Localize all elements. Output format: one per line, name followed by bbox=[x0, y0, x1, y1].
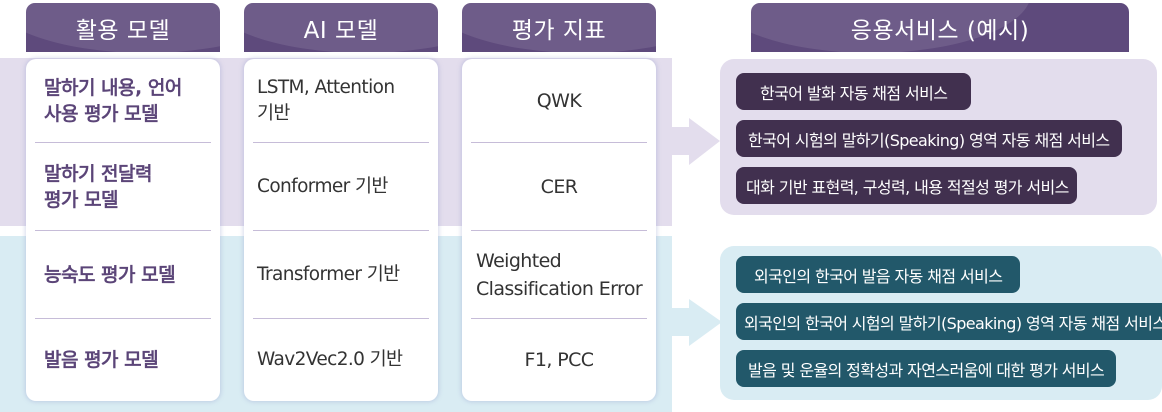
header-metric: 평가 지표 bbox=[462, 3, 656, 52]
ai-model-line: 기반 bbox=[257, 103, 290, 124]
header-metric-label: 평가 지표 bbox=[511, 17, 607, 44]
model-line: 발음 평가 모델 bbox=[44, 349, 159, 371]
service-pill: 외국인의 한국어 발음 자동 채점 서비스 bbox=[736, 256, 1021, 293]
ai-model-line: Conformer 기반 bbox=[257, 176, 388, 197]
metric-cell: QWK bbox=[471, 59, 647, 143]
header-service: 응용서비스 (예시) bbox=[751, 3, 1129, 52]
metric-cell: F1, PCC bbox=[471, 319, 647, 401]
model-line: 말하기 내용, 언어 bbox=[44, 77, 182, 99]
service-pill: 한국어 발화 자동 채점 서비스 bbox=[736, 73, 972, 110]
pronunciation-services-panel: 외국인의 한국어 발음 자동 채점 서비스 외국인의 한국어 시험의 말하기(S… bbox=[720, 246, 1162, 400]
metric-line: QWK bbox=[536, 90, 582, 112]
ai-model-cell: LSTM, Attention 기반 bbox=[253, 59, 429, 143]
service-pill: 발음 및 운율의 정확성과 자연스러움에 대한 평가 서비스 bbox=[736, 350, 1117, 387]
metric-line: Weighted bbox=[476, 250, 562, 272]
header-service-label: 응용서비스 (예시) bbox=[850, 17, 1030, 44]
service-pill: 외국인의 한국어 시험의 말하기(Speaking) 영역 자동 채점 서비스 bbox=[736, 303, 1162, 340]
header-ai-model: AI 모델 bbox=[244, 3, 438, 52]
arrow-shape bbox=[672, 118, 720, 165]
model-line: 사용 평가 모델 bbox=[44, 103, 159, 125]
arrow-right-icon bbox=[672, 299, 722, 346]
metric-line: CER bbox=[540, 176, 578, 198]
service-pill: 한국어 시험의 말하기(Speaking) 영역 자동 채점 서비스 bbox=[736, 120, 1122, 157]
model-cell: 발음 평가 모델 bbox=[35, 319, 211, 401]
model-line: 평가 모델 bbox=[44, 189, 119, 211]
service-pill: 대화 기반 표현력, 구성력, 내용 적절성 평가 서비스 bbox=[736, 167, 1077, 204]
metric-line: Classification Error bbox=[476, 278, 643, 300]
ai-model-line: Wav2Vec2.0 기반 bbox=[257, 349, 403, 370]
ai-model-column-card: LSTM, Attention 기반 Conformer 기반 Transform… bbox=[244, 59, 438, 401]
header-model: 활용 모델 bbox=[26, 3, 220, 52]
model-cell: 능숙도 평가 모델 bbox=[35, 231, 211, 319]
ai-model-cell: Conformer 기반 bbox=[253, 143, 429, 231]
arrow-right-icon bbox=[672, 118, 720, 165]
metric-line: F1, PCC bbox=[524, 349, 594, 371]
model-line: 말하기 전달력 bbox=[44, 163, 153, 185]
arrow-shape bbox=[672, 299, 722, 346]
header-model-label: 활용 모델 bbox=[75, 17, 171, 44]
ai-model-cell: Wav2Vec2.0 기반 bbox=[253, 319, 429, 401]
metric-cell: CER bbox=[471, 143, 647, 231]
header-ai-label: AI 모델 bbox=[303, 17, 379, 44]
ai-model-line: LSTM, Attention bbox=[257, 77, 395, 98]
model-line: 능숙도 평가 모델 bbox=[44, 264, 176, 286]
ai-model-cell: Transformer 기반 bbox=[253, 231, 429, 319]
ai-model-line: Transformer 기반 bbox=[257, 264, 400, 285]
speaking-services-panel: 한국어 발화 자동 채점 서비스 한국어 시험의 말하기(Speaking) 영… bbox=[720, 59, 1157, 215]
